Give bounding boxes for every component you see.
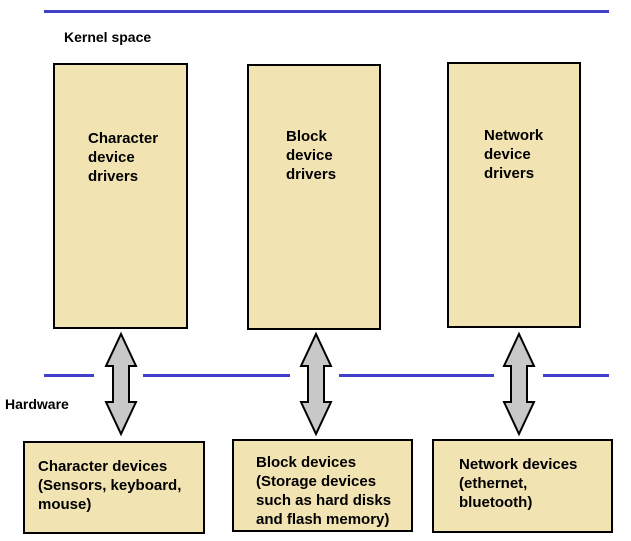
block-devices-box: Block devices (Storage devices such as h… xyxy=(232,439,413,532)
character-devices-box: Character devices (Sensors, keyboard, mo… xyxy=(23,441,205,534)
character-double-arrow-icon xyxy=(104,331,138,437)
network-device-drivers-label: Network device drivers xyxy=(484,127,544,182)
hardware-boundary-line-segment xyxy=(44,374,94,377)
block-device-drivers-label: Block device drivers xyxy=(286,128,337,183)
character-device-drivers-label: Character device drivers xyxy=(88,130,159,185)
network-devices-label: Network devices (ethernet, bluetooth) xyxy=(459,456,578,511)
character-devices-label: Character devices (Sensors, keyboard, mo… xyxy=(38,458,182,513)
network-double-arrow-icon xyxy=(502,331,536,437)
kernel-space-label: Kernel space xyxy=(64,29,152,45)
network-devices-box: Network devices (ethernet, bluetooth) xyxy=(432,439,613,533)
hardware-boundary-line-segment xyxy=(339,374,494,377)
character-device-drivers-box: Character device drivers xyxy=(53,63,188,329)
hardware-boundary-line-segment xyxy=(143,374,290,377)
hardware-boundary-line-segment xyxy=(543,374,609,377)
network-device-drivers-box: Network device drivers xyxy=(447,62,581,328)
hardware-label: Hardware xyxy=(5,396,69,412)
kernel-space-boundary-line xyxy=(44,10,609,13)
block-double-arrow-icon xyxy=(299,331,333,437)
block-devices-label: Block devices (Storage devices such as h… xyxy=(256,454,392,528)
block-device-drivers-box: Block device drivers xyxy=(247,64,381,330)
